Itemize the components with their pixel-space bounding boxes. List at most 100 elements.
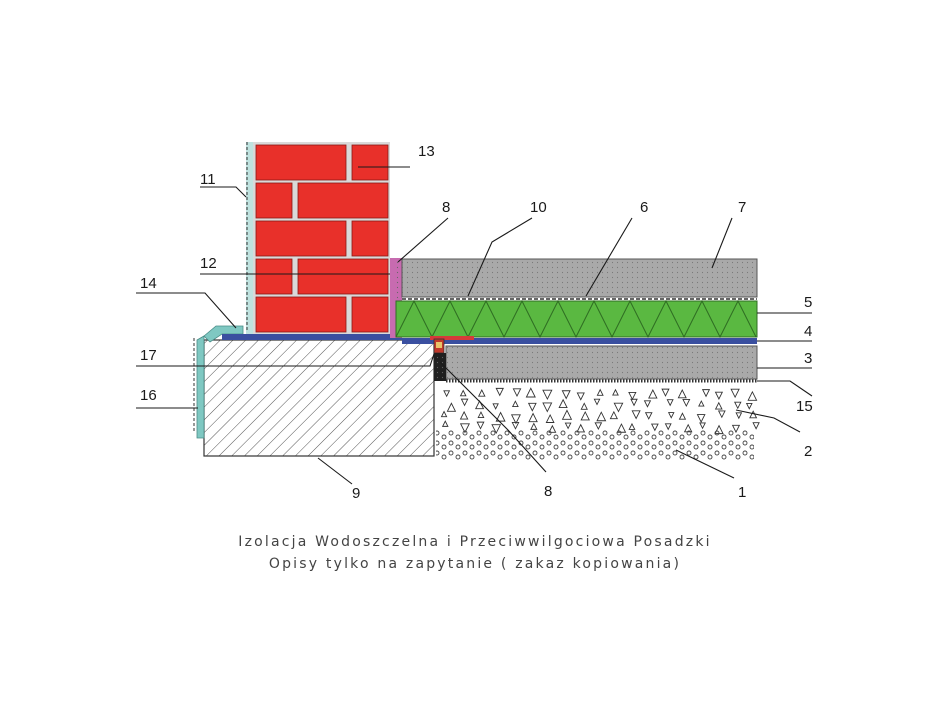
foundation-side-coating [196, 335, 205, 439]
stone [459, 423, 470, 434]
expansion-strip-dots [436, 355, 444, 379]
stone [527, 402, 537, 412]
stone [491, 424, 502, 435]
stone [492, 403, 499, 410]
stone [459, 410, 469, 420]
stone [576, 392, 585, 401]
leader-lines [136, 166, 813, 485]
stone [477, 411, 485, 419]
stone [495, 387, 504, 397]
stone [630, 398, 638, 407]
stone [643, 400, 652, 408]
stone [511, 421, 520, 430]
label-3: 3 [804, 350, 812, 367]
stone [525, 387, 536, 398]
label-5: 5 [804, 294, 812, 311]
label-12: 12 [200, 255, 217, 272]
label-2: 2 [804, 443, 812, 460]
stone [612, 388, 619, 396]
label-13: 13 [418, 143, 435, 160]
stone [545, 413, 555, 423]
stone [594, 422, 603, 431]
caption-note: Opisy tylko na zapytanie ( zakaz kopiowa… [268, 556, 682, 572]
stone [580, 410, 590, 421]
stone [613, 402, 624, 413]
stone [745, 402, 753, 410]
thermal-insulation [395, 300, 758, 338]
stone [667, 412, 675, 419]
caption-title: Izolacja Wodoszczelna i Przeciwwilgociow… [238, 534, 712, 550]
stone [696, 414, 706, 423]
stone [628, 422, 636, 430]
brick [351, 296, 389, 333]
brick [351, 220, 389, 257]
stone [512, 388, 522, 398]
stone [698, 400, 705, 407]
label-11: 11 [200, 171, 216, 188]
label-17: 17 [140, 347, 157, 364]
stone [441, 420, 449, 427]
brick [255, 182, 293, 219]
gravel-layer [436, 430, 754, 460]
brick [255, 296, 347, 333]
stone [752, 422, 760, 430]
stone [459, 389, 467, 397]
stone [749, 410, 758, 419]
stone [580, 402, 588, 410]
stone [644, 412, 653, 420]
stone [495, 411, 506, 422]
label-7: 7 [738, 199, 746, 216]
subbase-dots [446, 346, 757, 379]
stone [735, 412, 743, 420]
stone [542, 389, 553, 401]
stone [731, 424, 741, 434]
label-4: 4 [804, 323, 812, 340]
stone [682, 398, 691, 408]
stone [734, 401, 742, 410]
label-16: 16 [140, 387, 157, 404]
stone [443, 390, 451, 398]
sealant-core [436, 342, 442, 348]
stone [558, 398, 568, 409]
stone [511, 400, 519, 408]
stone [446, 402, 457, 412]
brick [255, 258, 293, 295]
foundation-block [203, 339, 435, 457]
label-15: 15 [796, 398, 813, 415]
stone [701, 389, 711, 398]
stone [474, 399, 485, 410]
stone [661, 388, 670, 397]
crushed-stone-layer [440, 387, 760, 435]
stone [476, 421, 485, 430]
stone [747, 390, 758, 401]
brick [297, 258, 389, 295]
membrane-overlap [430, 336, 474, 340]
stone [714, 401, 723, 410]
stone [564, 422, 572, 430]
label-8-upper: 8 [442, 199, 450, 216]
label-6: 6 [640, 199, 648, 216]
stone [510, 414, 521, 425]
floor-membrane [402, 338, 757, 344]
stone [677, 389, 687, 399]
stone [561, 390, 571, 400]
stone [678, 412, 687, 420]
label-8-lower: 8 [544, 483, 552, 500]
stone [460, 398, 469, 407]
stone [631, 410, 641, 420]
stone [628, 391, 637, 401]
brick [351, 144, 389, 181]
brick [297, 182, 389, 219]
stone [596, 411, 607, 422]
stone [717, 410, 726, 419]
label-10: 10 [530, 199, 547, 216]
brick [255, 144, 347, 181]
stone [664, 423, 672, 431]
stone [530, 422, 538, 430]
insulation-zigzag [395, 299, 757, 339]
label-9: 9 [352, 485, 360, 502]
stone [528, 412, 538, 423]
screed-dots [402, 259, 757, 297]
